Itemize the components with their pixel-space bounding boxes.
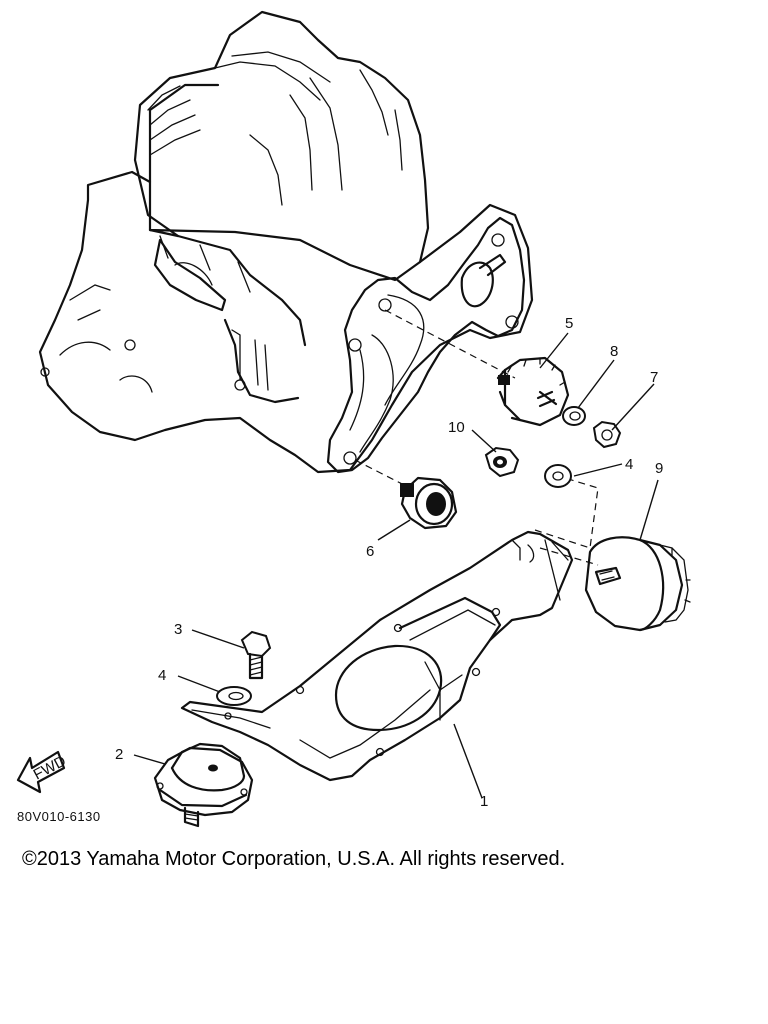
part-6-bushing — [400, 476, 458, 530]
part-10-nut — [484, 446, 520, 478]
callout-6: 6 — [366, 543, 374, 560]
callout-7: 7 — [650, 369, 658, 386]
part-1-bracket — [180, 530, 574, 782]
callout-4-lower: 4 — [158, 667, 166, 684]
diagram-code: 80V010-6130 — [17, 809, 101, 824]
fwd-arrow-icon: FWD — [16, 750, 69, 794]
callout-2: 2 — [115, 746, 123, 763]
leader-lines — [133, 332, 659, 799]
part-4-washer-lower — [216, 686, 252, 706]
part-9-engine-mount — [584, 536, 691, 632]
callout-5: 5 — [565, 315, 573, 332]
callout-1: 1 — [480, 793, 488, 810]
part-3-bolt — [240, 630, 272, 680]
callout-8: 8 — [610, 343, 618, 360]
engine-assembly — [38, 10, 534, 474]
callout-9: 9 — [655, 460, 663, 477]
callout-numbers: 5 8 7 10 4 9 6 3 4 2 1 — [115, 315, 663, 810]
part-2-lower-mount — [153, 742, 254, 828]
part-5-damper — [496, 356, 570, 427]
callout-10: 10 — [448, 419, 465, 436]
part-8-washer — [562, 406, 586, 426]
alignment-lines — [354, 309, 599, 566]
exploded-parts-diagram: FWD 5 8 7 10 4 9 6 3 4 2 1 — [16, 10, 691, 828]
callout-4-upper: 4 — [625, 456, 633, 473]
part-4-washer-upper — [544, 464, 572, 488]
copyright-notice: ©2013 Yamaha Motor Corporation, U.S.A. A… — [22, 848, 566, 870]
callout-3: 3 — [174, 621, 182, 638]
